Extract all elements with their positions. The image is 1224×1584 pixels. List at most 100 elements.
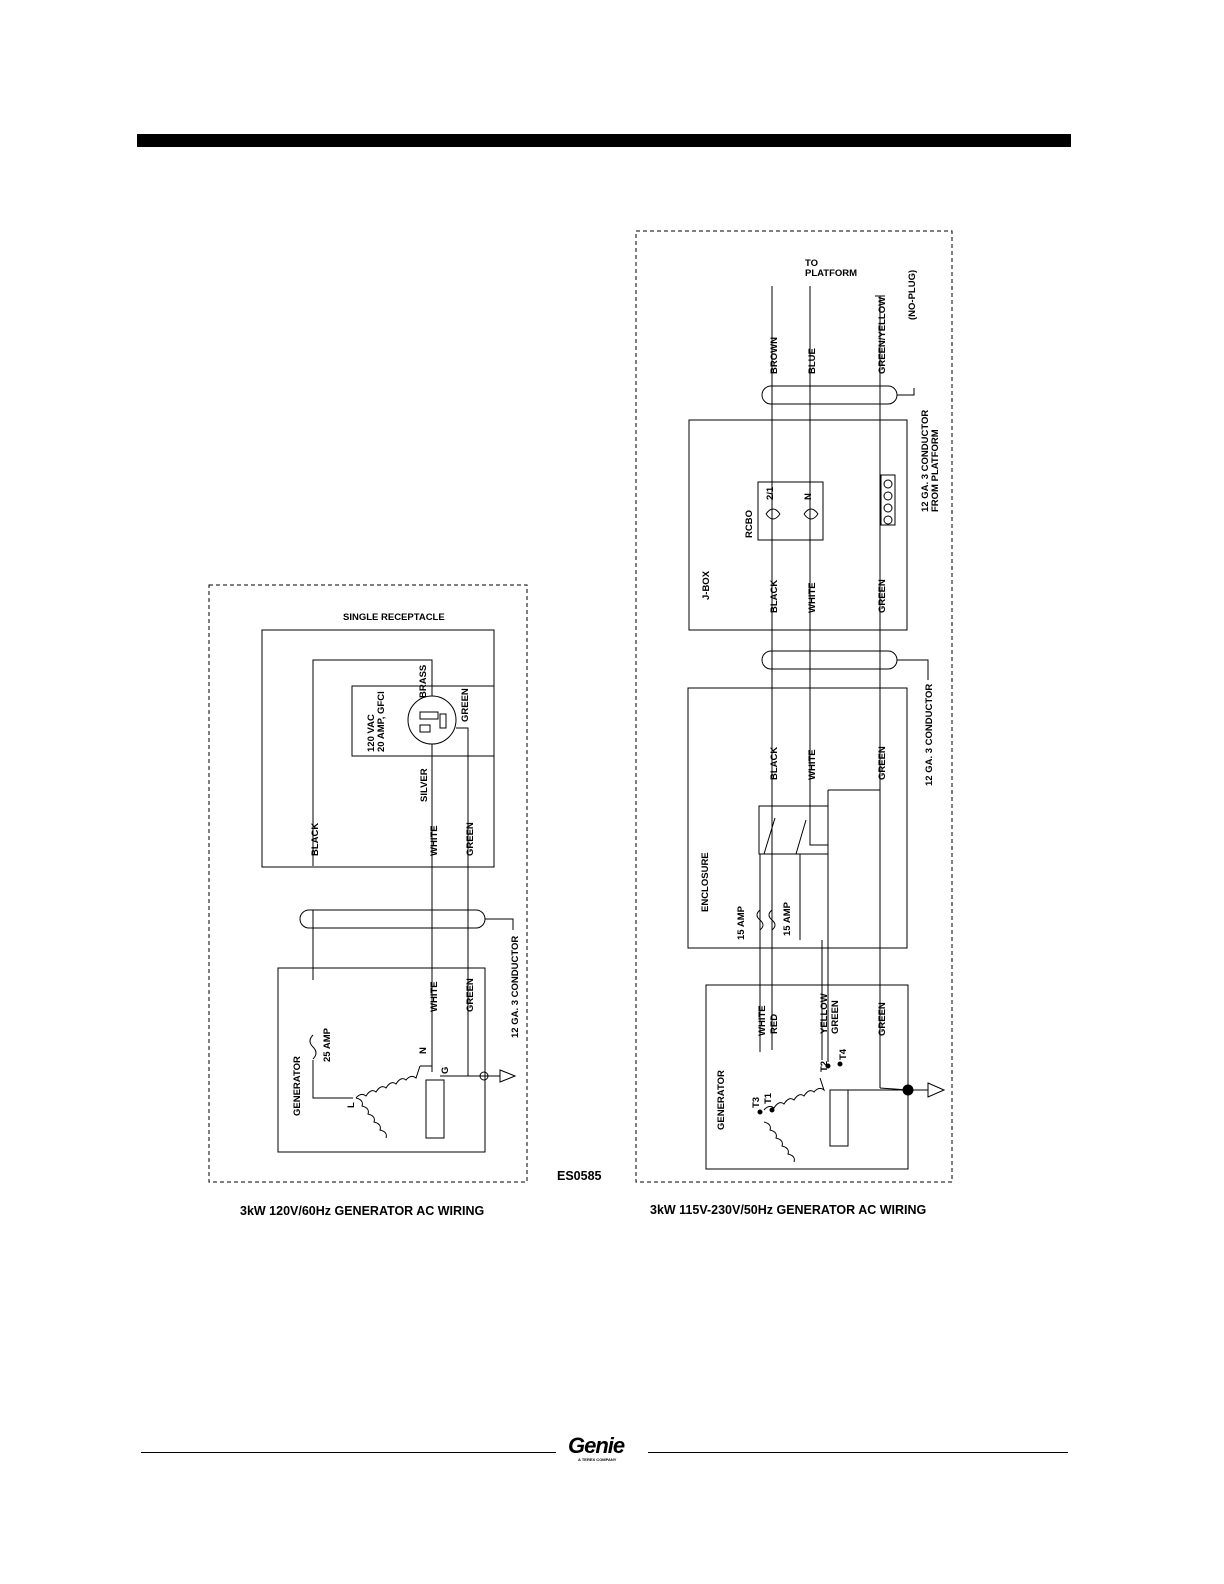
jbox (688, 419, 908, 631)
label-single-receptacle: SINGLE RECEPTACLE (343, 612, 445, 623)
t1-dot (769, 1107, 775, 1113)
left-gen-black-lead (312, 1060, 353, 1099)
rcbo-contact-2 (803, 508, 819, 520)
left-caption: 3kW 120V/60Hz GENERATOR AC WIRING (240, 1204, 484, 1218)
footer-rule-left (141, 1452, 556, 1453)
outlet-slot-2 (419, 724, 431, 733)
rcbo-contact-1 (765, 508, 781, 520)
switch-blade-2 (795, 819, 807, 855)
t3-dot (757, 1109, 763, 1115)
label-green: GREEN (465, 822, 476, 856)
label-rcbo: RCBO (744, 510, 755, 538)
switch-blade-1 (763, 817, 776, 855)
label-brass: BRASS (418, 665, 429, 698)
label-green-gen-2: GREEN (877, 1002, 888, 1036)
label-green-enc: GREEN (877, 746, 888, 780)
fuse-symbol-2 (768, 909, 776, 931)
gfci-box (351, 685, 495, 757)
label-enclosure: ENCLOSURE (700, 852, 711, 912)
label-t3: T3 (751, 1097, 762, 1108)
label-terminal-l: L (346, 1102, 357, 1108)
label-green-terminal: GREEN (460, 688, 471, 722)
outlet-circle (407, 695, 457, 745)
left-ground-winding (425, 1079, 445, 1139)
right-winding-2 (763, 1121, 795, 1163)
t2-dot (825, 1063, 831, 1069)
switch-box (758, 805, 829, 855)
right-generator-box (705, 984, 909, 1170)
right-diagram (635, 230, 953, 1183)
label-black-enc: BLACK (769, 747, 780, 780)
label-white-jbox: WHITE (807, 582, 818, 613)
platform-cable-bundle (761, 385, 898, 405)
label-black: BLACK (310, 823, 321, 856)
outlet-slot-1 (419, 711, 439, 720)
left-brass-wire (312, 659, 433, 866)
left-generator-box (277, 967, 486, 1153)
label-green-gen-1: GREEN (830, 1000, 841, 1034)
middle-cable-bundle (761, 650, 898, 670)
label-green-gen: GREEN (465, 978, 476, 1012)
left-cable-bundle (299, 909, 486, 929)
enclosure-box (687, 687, 908, 949)
left-conductor-leader (485, 918, 514, 930)
right-dashed-border (635, 230, 953, 1183)
label-fuse-1: 15 AMP (736, 905, 747, 940)
header-bar (137, 134, 1071, 147)
footer-rule-right (648, 1452, 1068, 1453)
label-t4: T4 (838, 1048, 849, 1060)
terminal-1 (883, 479, 893, 489)
drawing-number: ES0585 (557, 1169, 602, 1183)
terminal-4 (883, 515, 893, 525)
terminal-block (880, 474, 896, 526)
label-green-jbox: GREEN (877, 579, 888, 613)
t4-dot (837, 1061, 843, 1067)
label-white-gen-right: WHITE (757, 1005, 768, 1036)
label-generator: GENERATOR (292, 1056, 303, 1116)
left-labels: SINGLE RECEPTACLE 120 VAC 20 AMP, GFCI B… (240, 612, 602, 1218)
label-no-plug: (NO-PLUG) (907, 270, 918, 320)
label-t2: T2 (819, 1061, 830, 1072)
right-labels: TO PLATFORM (NO-PLUG) BROWN BLUE GREEN/Y… (650, 258, 941, 1217)
label-green-yellow: GREEN/YELLOW (877, 297, 888, 374)
label-gfci-2: 20 AMP, GFCI (376, 691, 387, 752)
left-winding-1 (355, 1065, 421, 1099)
terminal-2 (883, 491, 893, 501)
left-winding-2 (355, 1097, 387, 1139)
right-winding-1 (763, 1077, 826, 1111)
right-ground-node (902, 1084, 914, 1096)
label-conductor: 12 GA. 3 CONDUCTOR (510, 936, 521, 1038)
label-from-platform-2: FROM PLATFORM (930, 429, 941, 512)
label-to: TO (805, 258, 818, 269)
left-green-wire (456, 727, 484, 1077)
label-terminal-g: G (440, 1067, 451, 1074)
label-white-enc: WHITE (807, 749, 818, 780)
label-white: WHITE (429, 825, 440, 856)
logo-text: Genie (568, 1433, 625, 1458)
left-gen-n-lead (420, 1065, 433, 1072)
left-ground-node (479, 1071, 489, 1081)
label-fuse-2: 15 AMP (782, 901, 793, 936)
left-dashed-border (208, 584, 528, 1183)
terminal-3 (883, 503, 893, 513)
label-yellow-gen: YELLOW (819, 993, 830, 1034)
enclosure-white-link (809, 808, 828, 846)
label-gfci-1: 120 VAC (366, 714, 377, 752)
middle-conductor-leader (897, 659, 929, 680)
label-platform: PLATFORM (805, 268, 857, 279)
label-rcbo-n: N (803, 493, 814, 500)
label-white-gen: WHITE (429, 981, 440, 1012)
label-jbox: J-BOX (701, 570, 712, 600)
logo-subtext: A TEREX COMPANY (578, 1457, 617, 1462)
label-blue: BLUE (807, 348, 818, 374)
left-ground-arrow (499, 1069, 517, 1083)
rcbo-box (757, 481, 824, 541)
right-ground-winding (829, 1089, 849, 1147)
left-diagram (208, 584, 528, 1183)
label-terminal-n: N (418, 1047, 429, 1054)
label-fuse: 25 AMP (322, 1027, 333, 1062)
label-generator-right: GENERATOR (716, 1070, 727, 1130)
label-silver: SILVER (419, 768, 430, 802)
left-fuse-symbol (309, 1034, 317, 1060)
